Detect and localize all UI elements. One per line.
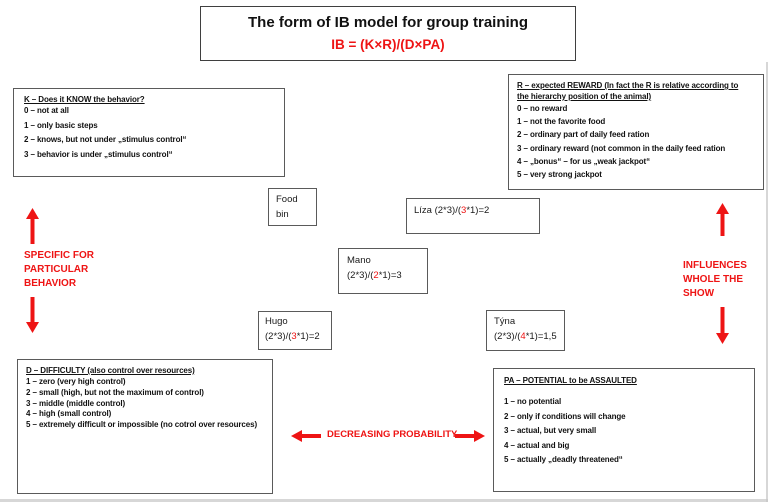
label-line: SHOW — [683, 288, 715, 299]
k-box-item: 3 – behavior is under „stimulus control“ — [24, 149, 173, 159]
d-box-item: 2 – small (high, but not the maximum of … — [26, 387, 204, 397]
d-box-item: 4 – high (small control) — [26, 409, 112, 419]
label-decreasing-probability: DECREASING PROBABILITY — [327, 429, 458, 440]
label-line: INFLUENCES — [683, 260, 747, 271]
pa-box-item: 2 – only if conditions will change — [504, 411, 626, 421]
formula-red-value: 4 — [520, 331, 526, 342]
arrow-down-icon — [26, 297, 39, 333]
arrow-right-icon — [455, 430, 485, 442]
formula-red-value: 3 — [291, 331, 297, 342]
page-edge-shadow — [0, 499, 768, 502]
arrow-down-icon — [716, 307, 729, 344]
d-box-item: 3 – middle (middle control) — [26, 398, 126, 408]
r-definition-box: R – expected REWARD (In fact the R is re… — [508, 74, 764, 190]
label-specific-behavior: SPECIFIC FOR PARTICULAR BEHAVIOR — [24, 249, 94, 291]
r-box-item: 2 – ordinary part of daily feed ration — [517, 130, 650, 140]
formula-segment: (2*3)/( — [431, 205, 462, 216]
r-box-item: 0 – no reward — [517, 104, 568, 113]
pa-box-item: 3 – actual, but very small — [504, 426, 597, 435]
animal-box-mano: Mano (2*3)/(2*1)=3 — [338, 248, 428, 294]
animal-box-hugo: Hugo (2*3)/(3*1)=2 — [258, 311, 332, 350]
k-box-item: 1 – only basic steps — [24, 120, 98, 130]
r-box-header-line2: the hierarchy position of the animal) — [517, 92, 652, 101]
formula-segment: *1)=2 — [466, 205, 490, 216]
label-line: SPECIFIC FOR — [24, 250, 95, 261]
animal-box-liza: Líza (2*3)/(3*1)=2 — [406, 198, 540, 234]
page-title: The form of IB model for group training — [248, 14, 528, 31]
r-box-item: 1 – not the favorite food — [517, 117, 606, 127]
food-bin-box: Food bin — [268, 188, 317, 226]
animal-name: Mano — [347, 255, 371, 266]
label-line: PARTICULAR — [24, 264, 89, 275]
page-edge-shadow — [766, 62, 768, 502]
r-box-item: 4 – „bonus“ – for us „weak jackpot“ — [517, 156, 650, 166]
tyna-formula: (2*3)/(4*1)=1,5 — [494, 329, 564, 344]
k-box-header: K – Does it KNOW the behavior? — [24, 95, 145, 104]
k-box-item: 0 – not at all — [24, 106, 69, 115]
animal-name: Hugo — [265, 316, 288, 327]
d-definition-box: D – DIFFICULTY (also control over resour… — [17, 359, 273, 494]
r-box-item: 3 – ordinary reward (not common in the d… — [517, 143, 726, 153]
ib-formula: IB = (K×R)/(D×PA) — [331, 37, 445, 52]
animal-name: Líza — [414, 205, 432, 216]
pa-box-item: 1 – no potential — [504, 397, 562, 406]
r-box-item: 5 – very strong jackpot — [517, 169, 602, 179]
title-box: The form of IB model for group training … — [200, 6, 576, 61]
label-line: WHOLE THE — [683, 274, 743, 285]
food-bin-label-line1: Food — [276, 194, 298, 205]
k-definition-box: K – Does it KNOW the behavior? 0 – not a… — [13, 88, 285, 177]
formula-segment: (2*3)/( — [494, 331, 521, 342]
pa-definition-box: PA – POTENTIAL to be ASSAULTED 1 – no po… — [493, 368, 755, 492]
arrow-left-icon — [291, 430, 321, 442]
d-box-item: 1 – zero (very high control) — [26, 377, 126, 386]
formula-red-value: 3 — [461, 205, 467, 216]
k-box-item: 2 – knows, but not under „stimulus contr… — [24, 135, 187, 144]
d-box-item: 5 – extremely difficult or impossible (n… — [26, 420, 258, 430]
formula-segment: *1)=1,5 — [525, 331, 557, 342]
pa-box-header: PA – POTENTIAL to be ASSAULTED — [504, 376, 637, 385]
d-box-header: D – DIFFICULTY (also control over resour… — [26, 366, 195, 375]
liza-formula: Líza (2*3)/(3*1)=2 — [414, 203, 539, 218]
r-box-header-line1: R – expected REWARD (In fact the R is re… — [517, 81, 739, 90]
label-influences-show: INFLUENCES WHOLE THE SHOW — [683, 259, 747, 301]
formula-segment: (2*3)/( — [265, 331, 292, 342]
formula-segment: *1)=3 — [378, 270, 402, 281]
arrow-up-icon — [26, 208, 39, 244]
arrow-up-icon — [716, 203, 729, 236]
label-line: BEHAVIOR — [24, 278, 77, 289]
formula-segment: *1)=2 — [296, 331, 320, 342]
animal-box-tyna: Týna (2*3)/(4*1)=1,5 — [486, 310, 565, 351]
formula-red-value: 2 — [373, 270, 379, 281]
hugo-formula: (2*3)/(3*1)=2 — [265, 329, 331, 344]
formula-segment: (2*3)/( — [347, 270, 374, 281]
animal-name: Týna — [494, 316, 516, 327]
mano-formula: (2*3)/(2*1)=3 — [347, 268, 427, 283]
pa-box-item: 4 – actual and big — [504, 440, 570, 450]
food-bin-label-line2: bin — [276, 209, 289, 220]
pa-box-item: 5 – actually „deadly threatened“ — [504, 455, 623, 464]
